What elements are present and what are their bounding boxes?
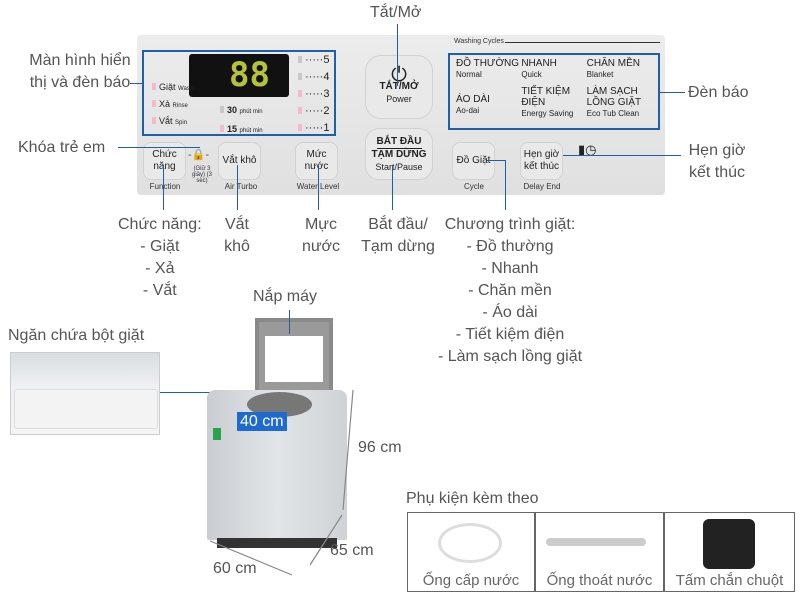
clock-icon: ▮◷	[578, 142, 597, 157]
cycle-button[interactable]: Đồ Giặt	[452, 142, 495, 180]
time-leds: 30 phút min 15 phút min	[220, 102, 263, 140]
start-callout: Bắt đầu/ Tạm dừng	[361, 216, 435, 255]
detergent-drawer-image	[10, 352, 160, 435]
cycle-callout: Chương trình giặt:- Đồ thường- Nhanh- Ch…	[437, 216, 583, 365]
divider	[505, 42, 660, 43]
power-icon: ⏻	[391, 64, 407, 86]
delay-callout: Hẹn giờ kết thúc	[688, 142, 746, 181]
accessory-drain-hose: Ống thoát nước	[535, 512, 664, 592]
air-turbo-button[interactable]: Vắt khô	[218, 142, 261, 180]
display-outline	[142, 50, 336, 136]
height-dimension: 96 cm	[358, 439, 402, 456]
lid-callout: Nắp máy	[253, 288, 318, 305]
drain-hose-icon	[546, 538, 646, 546]
accessory-rat-guard: Tấm chắn chuột	[664, 512, 795, 592]
water-level-sublabel: Water Level	[296, 182, 340, 191]
function-callout: Chức năng:- Giặt- Xả- Vắt	[118, 216, 202, 299]
display-callout: Màn hình hiển thị và đèn báo	[29, 52, 131, 91]
cycle-sublabel: Cycle	[463, 182, 484, 191]
power-label: TẮT/MỞ	[379, 81, 419, 92]
function-sublabel: Function	[149, 182, 181, 191]
water-level-callout: Mực nước	[301, 216, 341, 255]
indicator-callout: Đèn báo	[688, 84, 749, 101]
hose-icon	[438, 523, 502, 563]
power-callout: Tắt/Mở	[370, 4, 422, 21]
start-label: BẮT ĐẦU	[376, 135, 422, 149]
water-level-leds: ·····5 ·····4 ·····3 ·····2 ·····1	[298, 52, 329, 137]
air-turbo-callout: Vắt khô	[224, 216, 250, 255]
accessories-title: Phụ kiện kèm theo	[406, 490, 539, 507]
width-dimension: 60 cm	[213, 560, 257, 577]
start-sublabel: Start/Pause	[375, 161, 423, 172]
water-level-button[interactable]: Mức nước	[295, 142, 338, 180]
pause-label: TẠM DỪNG	[371, 148, 427, 160]
lock-note: (Giữ 3 giây) (3 sec)	[191, 166, 212, 184]
delay-end-button[interactable]: Hẹn giờ kết thúc	[520, 142, 563, 180]
lcd-display: 88	[189, 54, 289, 97]
lock-icon: -🔒-	[188, 149, 210, 161]
drum-dimension: 40 cm	[237, 412, 287, 431]
air-turbo-sublabel: Air Turbo	[224, 182, 258, 191]
rat-guard-icon	[703, 519, 755, 569]
machine-lid	[255, 318, 333, 398]
mode-leds: Giặt Wash Xả Rinse Vắt Spin	[152, 82, 193, 129]
delay-end-sublabel: Delay End	[523, 182, 561, 191]
function-button[interactable]: Chức năng	[143, 142, 186, 180]
depth-dimension: 65 cm	[330, 542, 374, 559]
child-lock-callout: Khóa trẻ em	[18, 139, 106, 156]
washing-cycles-heading: Washing Cycles	[454, 38, 504, 45]
power-sublabel: Power	[386, 94, 412, 104]
power-button[interactable]: ⏻ TẮT/MỞ Power	[365, 55, 433, 119]
drawer-callout: Ngăn chứa bột giặt	[8, 327, 145, 344]
accessory-inlet-hose: Ống cấp nước	[407, 512, 535, 592]
